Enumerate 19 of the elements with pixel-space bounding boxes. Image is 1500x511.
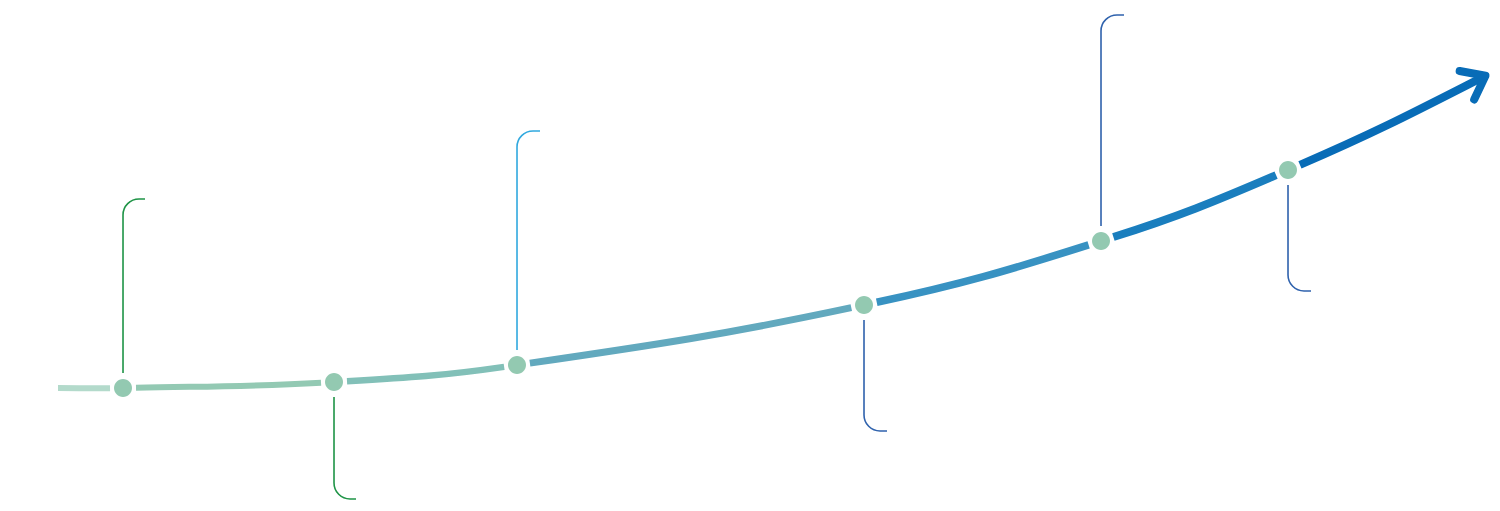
curve-segment — [58, 385, 111, 392]
timeline-dot — [855, 296, 873, 314]
timeline-dot — [1279, 161, 1297, 179]
timeline-dot — [114, 379, 132, 397]
leader-line — [516, 130, 541, 351]
leader-line — [1100, 14, 1125, 227]
leader-line — [863, 319, 888, 432]
leader-line — [1287, 184, 1312, 292]
curve-segment — [346, 363, 505, 385]
timeline-dot — [325, 373, 343, 391]
curve-segment — [1112, 171, 1278, 241]
timeline-dot — [1092, 232, 1110, 250]
leader-line — [333, 396, 357, 500]
curve-segment — [875, 241, 1090, 306]
timeline-dot — [508, 356, 526, 374]
curve-segment — [135, 379, 322, 391]
curve-arrow — [1298, 67, 1490, 169]
curve-segment — [529, 304, 852, 367]
leader-line — [122, 198, 146, 374]
